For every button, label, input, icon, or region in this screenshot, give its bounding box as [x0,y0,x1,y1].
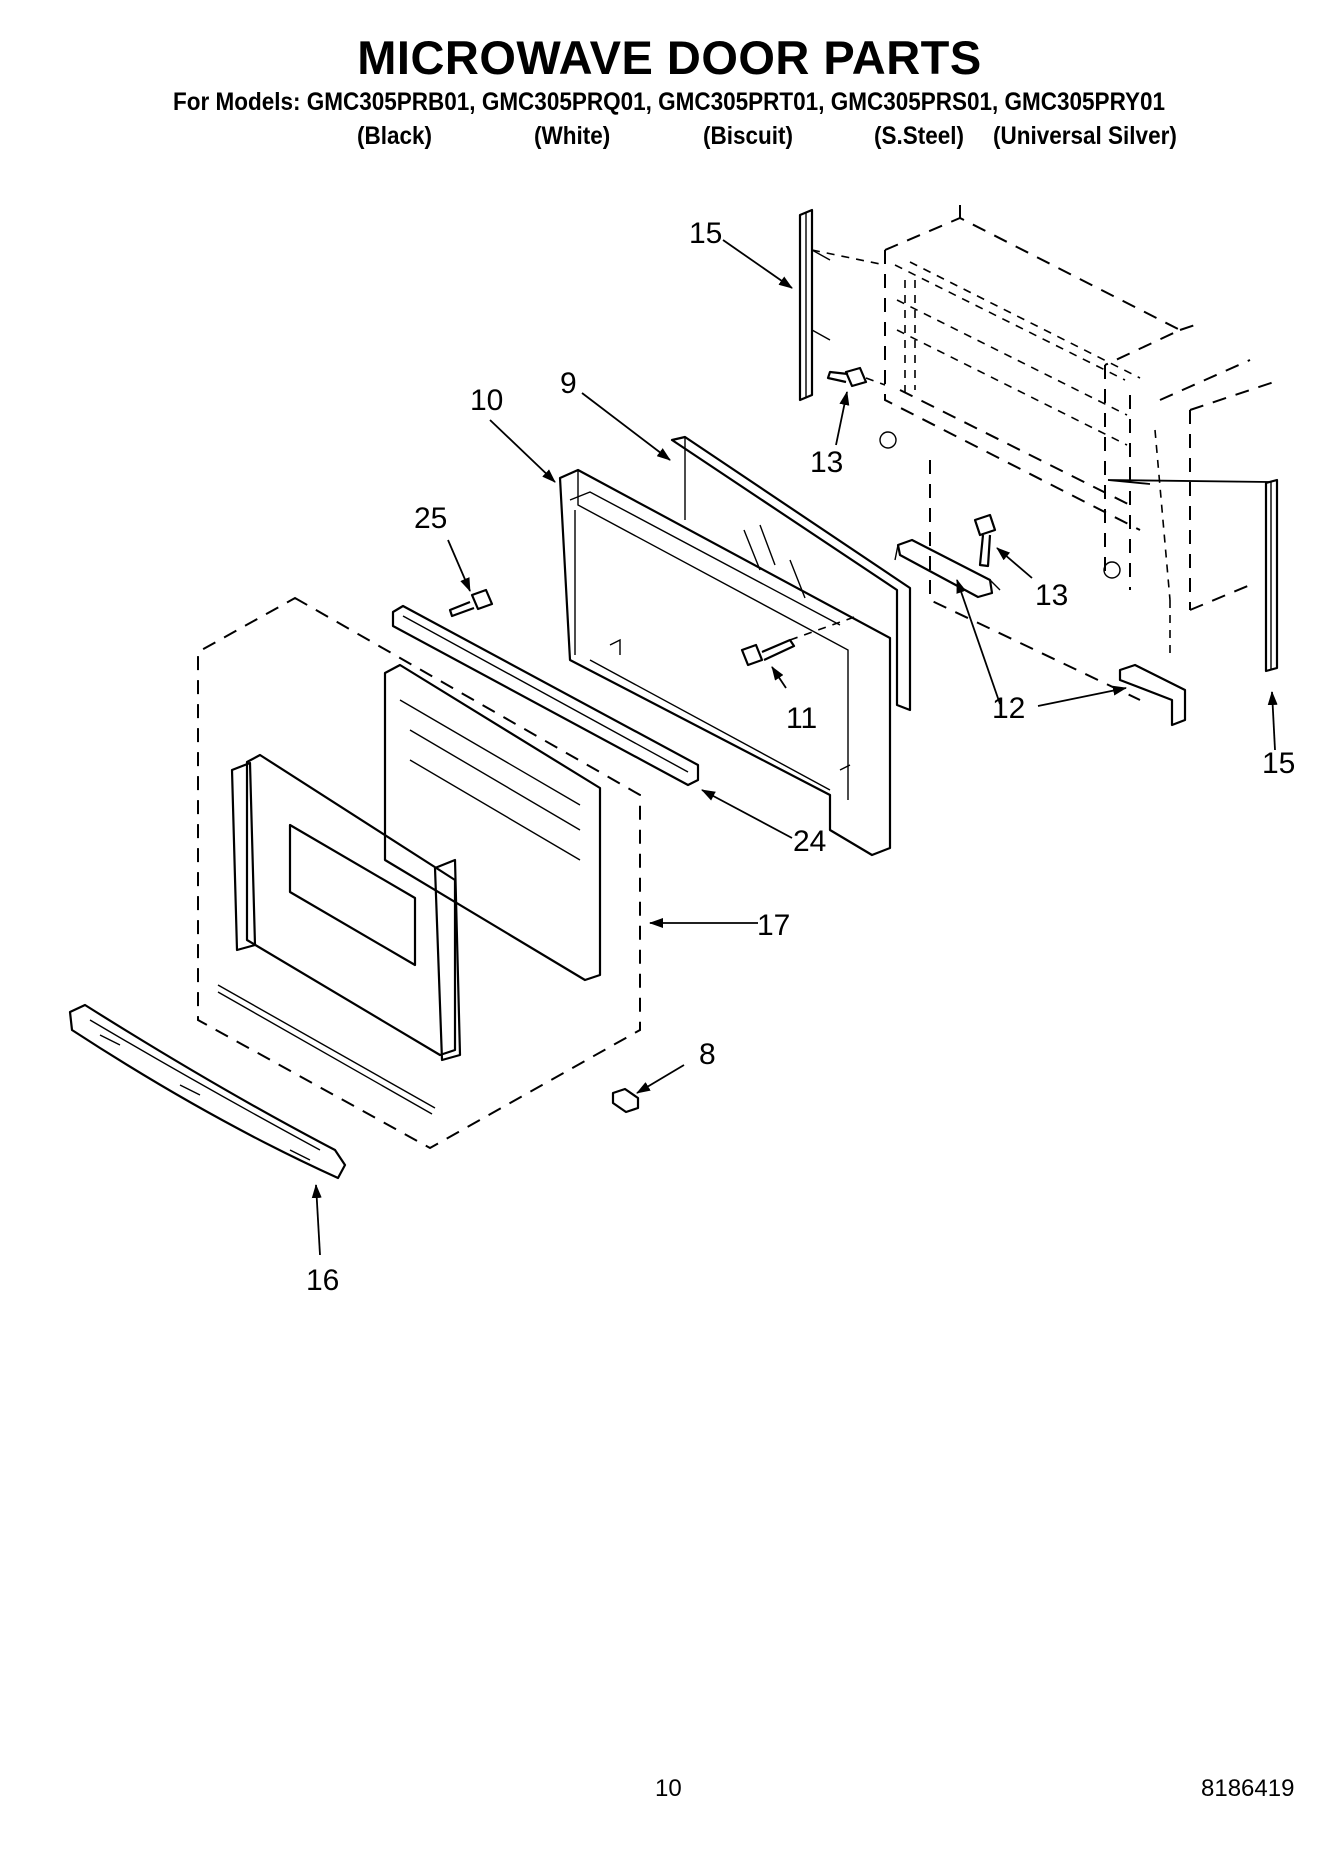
part-9-glass-panel [670,435,912,712]
callout-11: 11 [786,702,817,735]
document-number: 8186419 [1201,1775,1295,1802]
guide-line-13 [865,377,886,386]
color-steel: (S.Steel) [874,122,965,150]
callout-25: 25 [414,502,447,535]
color-black: (Black) [357,122,433,150]
callout-12: 12 [992,692,1025,725]
part-13-screw-top [826,366,868,388]
part-10-door-frame [558,468,892,857]
part-11-screw [740,638,796,667]
callout-8: 8 [699,1038,716,1071]
color-biscuit: (Biscuit) [703,122,793,150]
leader-lines [311,239,1278,1256]
callout-17: 17 [757,909,790,942]
callout-13-top: 13 [810,446,843,479]
color-universal-silver: (Universal Silver) [993,122,1177,150]
part-15-trim-strip-left [798,208,831,402]
part-24-rail [391,604,700,787]
callout-13-middle: 13 [1035,579,1068,612]
part-13-screw-middle [973,513,997,568]
callout-15-top: 15 [689,217,722,250]
part-15-trim-strip-right [1264,478,1279,673]
callout-24: 24 [793,825,826,858]
callout-15-right: 15 [1262,747,1295,780]
guide-line-11 [789,614,861,641]
callout-9: 9 [560,367,577,400]
callout-16: 16 [306,1264,339,1297]
part-16-handle [68,1003,347,1180]
part-17-door-assembly [197,596,641,1150]
cabinet-outline [879,205,1281,701]
models-line: For Models: GMC305PRB01, GMC305PRQ01, GM… [173,88,1166,116]
part-8-clip [611,1087,640,1114]
guide-line-15 [811,249,886,266]
page-title: MICROWAVE DOOR PARTS [357,31,982,84]
part-25-screw [448,588,494,618]
callout-10: 10 [470,384,503,417]
part-12-hinge-bracket-lower [1118,663,1187,727]
page-number: 10 [655,1775,682,1802]
part-12-hinge-bracket-upper [894,538,1001,599]
color-white: (White) [534,122,611,150]
